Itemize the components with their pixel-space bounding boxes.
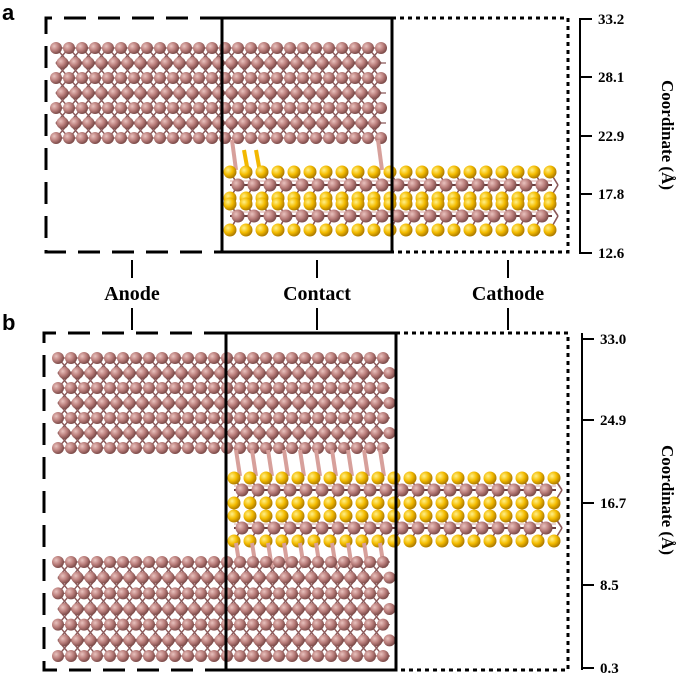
atomic-structure-a <box>50 42 559 237</box>
axis-title-a: Coordinate (Å) <box>658 80 677 190</box>
cathode-frame-b <box>396 331 570 672</box>
cathode-label: Cathode <box>472 283 544 305</box>
semiconductor-layer <box>227 509 563 548</box>
cathode-frame-a <box>392 16 570 254</box>
tick-label: 17.8 <box>598 187 624 203</box>
anode-frame-a <box>44 16 222 254</box>
tick-label: 24.9 <box>600 413 626 429</box>
anode-label: Anode <box>104 283 160 305</box>
metal-slab <box>52 556 396 662</box>
interface-bonds <box>230 139 384 171</box>
tick-label: 16.7 <box>600 496 627 512</box>
atomic-structure-b <box>52 352 563 662</box>
tick-label: 28.1 <box>598 70 624 86</box>
metal-slab <box>52 352 396 454</box>
contact-label: Contact <box>283 283 351 305</box>
tick-label: 8.5 <box>600 578 619 594</box>
tick-label: 33.0 <box>600 332 626 348</box>
coordinate-axis-b: 33.0 24.9 16.7 8.5 0.3 Coordinate (Å) <box>581 332 677 677</box>
contact-frame-b <box>224 331 398 672</box>
panel-a-label: a <box>2 0 15 25</box>
tick-label: 22.9 <box>598 129 624 145</box>
panel-a: a 33.2 28.1 22.9 17.8 12.6 Coordinate (Å… <box>2 0 677 262</box>
anode-frame-b <box>42 331 226 672</box>
axis-title-b: Coordinate (Å) <box>658 445 677 555</box>
contact-frame-a <box>220 16 394 254</box>
region-labels: Anode Contact Cathode <box>104 260 544 330</box>
panel-b-label: b <box>2 310 15 335</box>
interface-bonds <box>234 449 386 477</box>
coordinate-axis-a: 33.2 28.1 22.9 17.8 12.6 Coordinate (Å) <box>579 12 677 262</box>
tick-label: 12.6 <box>598 246 625 262</box>
tick-label: 33.2 <box>598 12 624 28</box>
tick-label: 0.3 <box>600 661 619 677</box>
metal-slab <box>50 42 387 144</box>
panel-b: b 33.0 24.9 16.7 8.5 0.3 Coordinate (Å) <box>2 310 677 677</box>
